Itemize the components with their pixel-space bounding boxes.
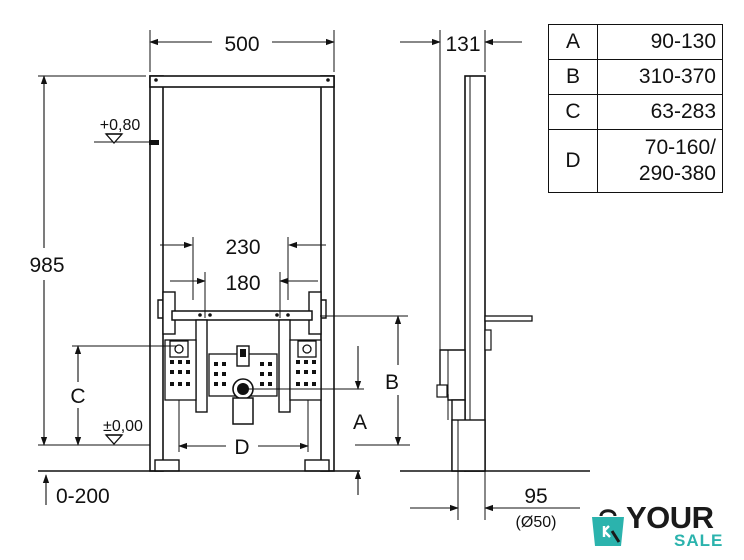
b-label: B <box>385 371 399 394</box>
dimension-a: A <box>248 346 367 495</box>
spacing-inner-value: 180 <box>225 272 260 295</box>
dimension-b: B <box>320 315 408 446</box>
side-view-frame <box>436 75 533 472</box>
shopping-bag-icon <box>592 509 624 546</box>
spec-key: B <box>548 59 598 95</box>
dimension-d: D <box>178 400 309 459</box>
depth-top-value: 131 <box>445 33 480 56</box>
lower-level-value: ±0,00 <box>103 418 143 435</box>
spec-row-a: A 90-130 <box>548 24 723 60</box>
spec-key: C <box>548 94 598 130</box>
spacing-outer-value: 230 <box>225 236 260 259</box>
spec-value: 90-130 <box>597 24 723 60</box>
d-label: D <box>234 436 249 459</box>
floor-range-value: 0-200 <box>56 485 110 508</box>
upper-level-value: +0,80 <box>100 117 141 134</box>
level-mark-upper: +0,80 <box>94 117 150 144</box>
dimension-floor-range: 0-200 <box>42 474 110 508</box>
a-label: A <box>353 411 367 434</box>
level-mark-lower: ±0,00 <box>103 418 143 445</box>
width-top-value: 500 <box>224 33 259 56</box>
spec-row-c: C 63-283 <box>548 94 723 130</box>
pipe-diameter-value: (Ø50) <box>516 514 557 531</box>
spec-row-d: D 70-160/ 290-380 <box>548 129 723 193</box>
logo-word: YOUR <box>626 500 714 535</box>
your-sale-logo: YOUR SALE <box>588 500 728 552</box>
spec-key: A <box>548 24 598 60</box>
spec-value: 310-370 <box>597 59 723 95</box>
spec-value: 63-283 <box>597 94 723 130</box>
spec-key: D <box>548 129 598 193</box>
c-label: C <box>70 385 85 408</box>
dimension-pipe-offset: 95 (Ø50) <box>410 420 580 531</box>
spec-row-b: B 310-370 <box>548 59 723 95</box>
logo-sub: SALE <box>674 531 724 550</box>
dimension-width-top: 500 <box>149 30 335 72</box>
height-total-value: 985 <box>29 254 64 277</box>
spec-value-multiline: 70-160/ 290-380 <box>597 129 723 193</box>
front-view-frame <box>149 75 335 472</box>
pipe-offset-value: 95 <box>524 485 547 508</box>
dimension-spacing-inner: 180 <box>170 272 318 318</box>
dimension-spec-table: A 90-130 B 310-370 C 63-283 D 70-160/ 29… <box>548 24 723 193</box>
spec-value-line: 290-380 <box>638 162 716 185</box>
dimension-height-total: 985 <box>29 75 146 446</box>
dimension-c: C <box>70 345 176 446</box>
dimension-depth-top: 131 <box>400 30 522 355</box>
spec-value-line: 70-160/ <box>644 136 716 159</box>
dimension-spacing-outer: 230 <box>160 236 326 300</box>
